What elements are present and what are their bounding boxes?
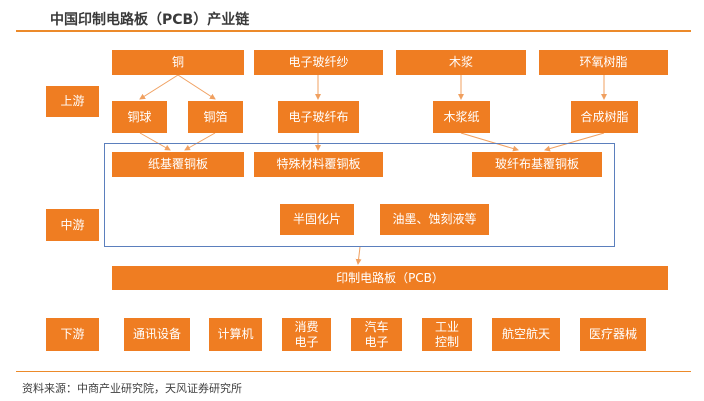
node-ink-etchant: 油墨、蚀刻液等 [380, 204, 489, 235]
node-prepreg: 半固化片 [280, 204, 354, 235]
app-aerospace: 航空航天 [492, 318, 560, 351]
stage-upstream-label: 上游 [46, 86, 99, 117]
source-note: 资料来源：中商产业研究院，天风证券研究所 [22, 382, 242, 395]
footer-divider [16, 371, 691, 372]
node-copper-ball: 铜球 [112, 101, 167, 133]
node-pcb: 印制电路板（PCB） [112, 266, 668, 290]
app-consumer-electronics: 消费 电子 [282, 318, 331, 351]
app-automotive-electronics: 汽车 电子 [351, 318, 402, 351]
app-consumer-electronics-line2: 电子 [294, 334, 319, 349]
app-automotive-electronics-line1: 汽车 [364, 319, 389, 334]
app-consumer-electronics-line1: 消费 [294, 319, 319, 334]
app-communication: 通讯设备 [124, 318, 190, 351]
arrow-foil-to-paperccl [184, 132, 216, 151]
app-computer-label: 计算机 [217, 327, 254, 341]
midstream-frame [104, 143, 615, 247]
arrow-ball-to-paperccl [139, 132, 171, 151]
node-synthetic-resin: 合成树脂 [571, 101, 638, 133]
title-divider [16, 30, 691, 32]
node-copper: 铜 [112, 50, 244, 75]
node-glass-yarn: 电子玻纤纱 [254, 50, 383, 75]
app-medical-label: 医疗器械 [588, 327, 637, 341]
node-copper-foil: 铜箔 [188, 101, 243, 133]
app-communication-label: 通讯设备 [132, 327, 181, 341]
node-epoxy: 环氧树脂 [539, 50, 668, 75]
stage-midstream-label: 中游 [46, 209, 99, 241]
arrow-copper-to-ball [139, 74, 179, 100]
node-pulp-paper: 木浆纸 [433, 101, 490, 133]
app-medical: 医疗器械 [580, 318, 646, 351]
app-aerospace-label: 航空航天 [501, 327, 550, 341]
app-industrial-control-line2: 控制 [434, 334, 459, 349]
arrow-resin-to-glassccl [544, 132, 605, 152]
app-automotive-electronics-line2: 电子 [364, 334, 389, 349]
app-computer: 计算机 [209, 318, 262, 351]
node-paper-ccl: 纸基覆铜板 [112, 152, 244, 177]
node-special-ccl: 特殊材料覆铜板 [254, 152, 383, 177]
arrow-copper-to-foil [177, 74, 216, 100]
app-industrial-control: 工业 控制 [422, 318, 472, 351]
arrow-mid-to-pcb [355, 246, 362, 265]
app-industrial-control-line1: 工业 [434, 319, 459, 334]
node-wood-pulp: 木浆 [396, 50, 526, 75]
node-glass-ccl: 玻纤布基覆铜板 [472, 152, 602, 177]
stage-downstream-label: 下游 [46, 318, 99, 351]
page-title: 中国印制电路板（PCB）产业链 [50, 12, 250, 28]
arrow-paper-to-glassccl [460, 132, 519, 152]
node-glass-cloth: 电子玻纤布 [278, 101, 359, 133]
